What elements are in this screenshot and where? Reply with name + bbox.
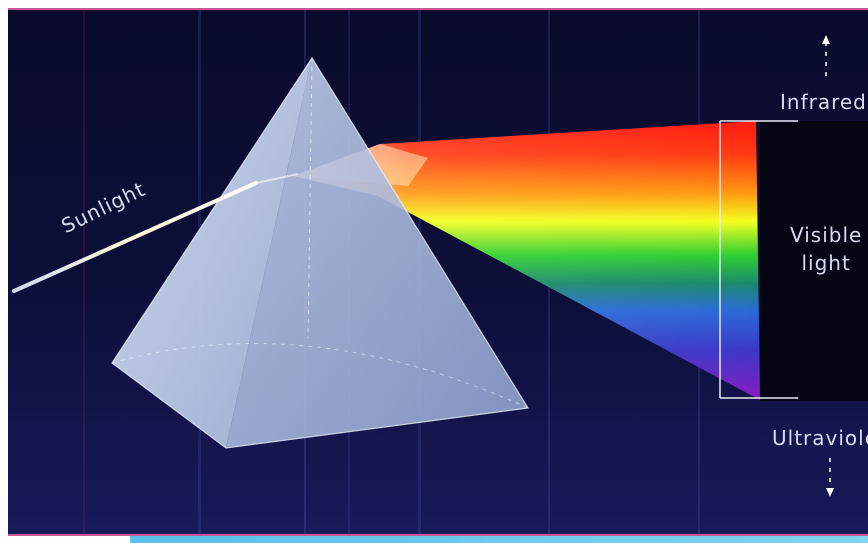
prism-diagram: Sunlight Infrared Visible light Ultravio…: [8, 8, 868, 536]
visible-light-label: Visible light: [790, 221, 862, 277]
visible-label-line1: Visible: [790, 221, 862, 249]
ultraviolet-label: Ultraviolet: [772, 426, 868, 450]
diagram-canvas: [8, 8, 868, 536]
visible-label-line2: light: [790, 249, 862, 277]
page-bottom-strip: [130, 536, 868, 543]
top-border-rule: [8, 8, 868, 10]
infrared-label: Infrared: [780, 90, 867, 114]
